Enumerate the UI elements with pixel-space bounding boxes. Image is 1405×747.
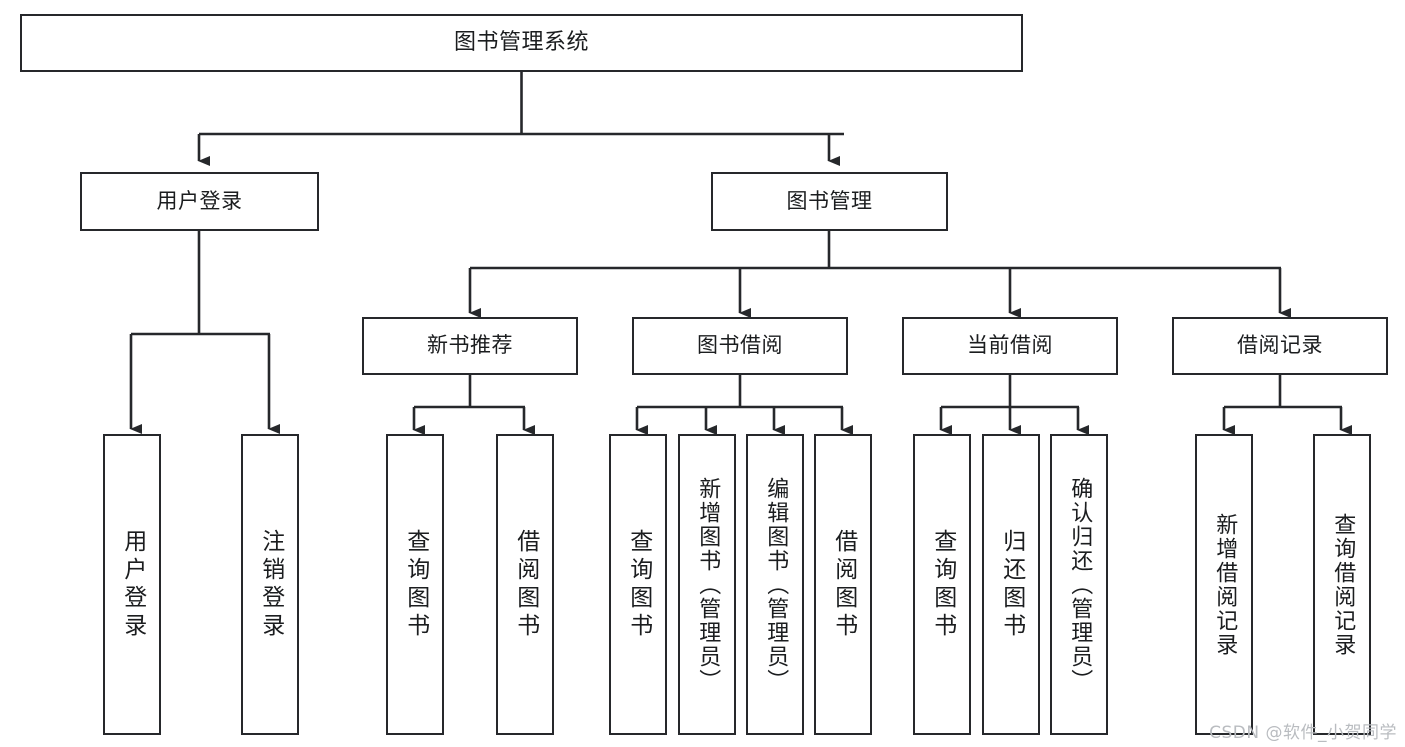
node-leaf-borrow-book-recommend[interactable]: 借阅图书 [496, 434, 554, 735]
node-leaf-confirm-return-admin[interactable]: 确认归还（管理员） [1050, 434, 1108, 735]
csdn-watermark: CSDN @软件_小贺同学 [1209, 723, 1397, 743]
node-label: 查询图书 [402, 528, 429, 641]
node-label: 新增图书（管理员） [695, 476, 721, 693]
node-leaf-add-borrow-record[interactable]: 新增借阅记录 [1195, 434, 1253, 735]
node-label: 确认归还（管理员） [1067, 476, 1093, 693]
node-label: 图书借阅 [697, 333, 783, 358]
node-leaf-edit-book-admin[interactable]: 编辑图书（管理员） [746, 434, 804, 735]
node-label: 归还图书 [998, 528, 1025, 641]
node-label: 编辑图书（管理员） [763, 476, 789, 693]
node-label: 借阅记录 [1237, 333, 1323, 358]
node-leaf-add-book-admin[interactable]: 新增图书（管理员） [678, 434, 736, 735]
node-current-borrow[interactable]: 当前借阅 [902, 317, 1118, 375]
node-root-system[interactable]: 图书管理系统 [20, 14, 1023, 72]
node-label: 新书推荐 [427, 333, 513, 358]
node-label: 用户登录 [156, 188, 243, 213]
node-label: 查询借阅记录 [1330, 512, 1356, 657]
node-user-login[interactable]: 用户登录 [80, 172, 319, 231]
node-new-book-recommend[interactable]: 新书推荐 [362, 317, 578, 375]
node-leaf-query-book-current[interactable]: 查询图书 [913, 434, 971, 735]
node-label: 图书管理系统 [453, 29, 589, 55]
node-leaf-query-book-borrow[interactable]: 查询图书 [609, 434, 667, 735]
node-label: 注销登录 [257, 528, 284, 641]
node-label: 图书管理 [786, 188, 873, 213]
node-borrow-record[interactable]: 借阅记录 [1172, 317, 1388, 375]
node-label: 查询图书 [929, 528, 956, 641]
node-label: 用户登录 [119, 528, 146, 641]
node-label: 借阅图书 [830, 528, 857, 641]
node-label: 借阅图书 [512, 528, 539, 641]
node-leaf-query-book-recommend[interactable]: 查询图书 [386, 434, 444, 735]
node-label: 新增借阅记录 [1212, 512, 1238, 657]
node-leaf-query-borrow-record[interactable]: 查询借阅记录 [1313, 434, 1371, 735]
node-leaf-user-login[interactable]: 用户登录 [103, 434, 161, 735]
node-book-borrow[interactable]: 图书借阅 [632, 317, 848, 375]
node-label: 当前借阅 [967, 333, 1053, 358]
node-leaf-borrow-book[interactable]: 借阅图书 [814, 434, 872, 735]
node-label: 查询图书 [625, 528, 652, 641]
node-leaf-logout[interactable]: 注销登录 [241, 434, 299, 735]
node-leaf-return-book[interactable]: 归还图书 [982, 434, 1040, 735]
node-book-management[interactable]: 图书管理 [711, 172, 948, 231]
